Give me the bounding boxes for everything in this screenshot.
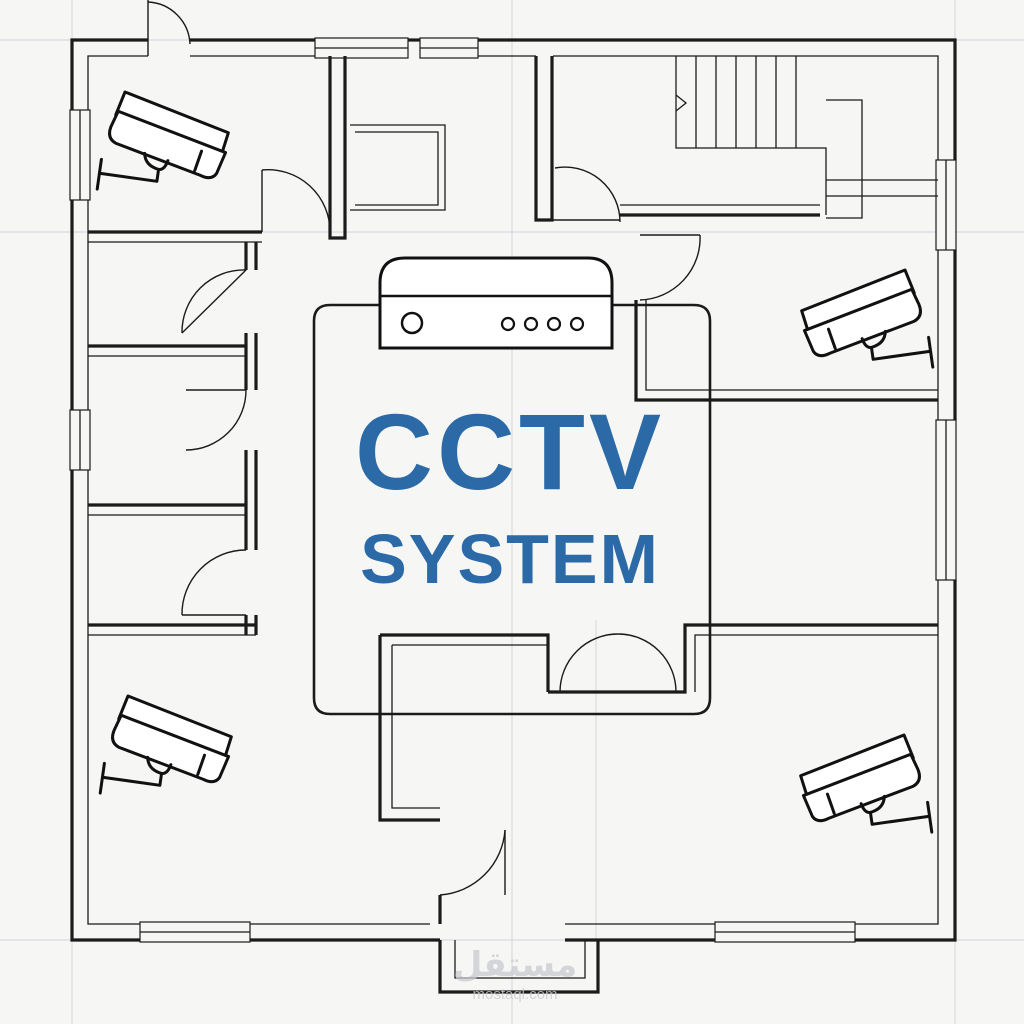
windows xyxy=(69,37,957,943)
title-cctv: CCTV xyxy=(355,391,665,512)
door-top-entry xyxy=(147,0,191,56)
security-camera-icon xyxy=(796,266,935,386)
watermark-url: mostaql.com xyxy=(472,986,558,1003)
door-swings xyxy=(181,166,701,896)
security-camera-icon xyxy=(98,692,237,812)
title-system: SYSTEM xyxy=(360,520,660,598)
security-camera-icon xyxy=(95,88,234,208)
interior-walls xyxy=(88,56,938,924)
entrance-porch xyxy=(438,940,600,994)
security-camera-icon xyxy=(795,731,934,851)
watermark-logo: مستقل xyxy=(452,946,578,984)
dvr-recorder-icon xyxy=(378,256,614,350)
cable-loop xyxy=(312,303,712,716)
exterior-walls xyxy=(70,38,957,942)
